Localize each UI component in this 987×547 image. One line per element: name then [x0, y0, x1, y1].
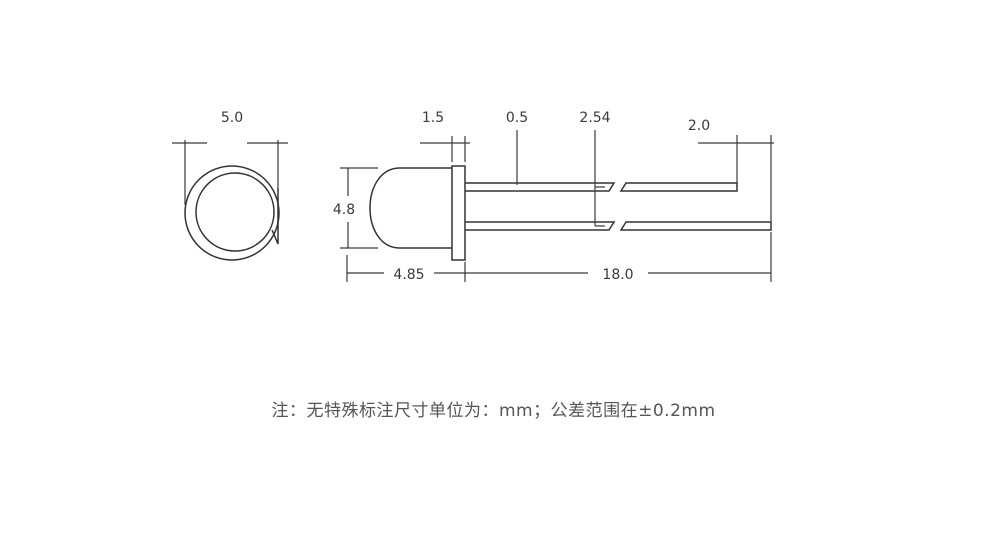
lens-body: [369, 167, 452, 249]
outer-flange-circle: [184, 165, 280, 261]
flange: [451, 165, 466, 261]
lead-upper-segment-2: [619, 182, 738, 192]
lead-lower-segment-2: [619, 221, 772, 231]
lead-lower-segment-1: [465, 221, 616, 231]
flat-side-notch: [271, 188, 279, 245]
dim-0-5-label: 0.5: [506, 110, 528, 126]
dim-2-0-label: 2.0: [688, 118, 710, 134]
lead-upper-segment-1: [465, 182, 616, 192]
led-side-view: 4.8 4.85 18.0 1.5 0.5 2.54 2.0: [333, 110, 774, 283]
dim-2-54-label: 2.54: [579, 110, 610, 126]
dim-1-5-label: 1.5: [422, 110, 444, 126]
unit-tolerance-note: 注：无特殊标注尺寸单位为：mm；公差范围在±0.2mm: [271, 401, 716, 421]
dim-4-85-label: 4.85: [393, 267, 424, 283]
dim-4-8-label: 4.8: [333, 202, 355, 218]
dim-5-0-label: 5.0: [221, 110, 243, 126]
inner-lens-circle: [195, 172, 275, 252]
led-top-view: 5.0: [172, 110, 288, 261]
dim-18-0-label: 18.0: [602, 267, 633, 283]
